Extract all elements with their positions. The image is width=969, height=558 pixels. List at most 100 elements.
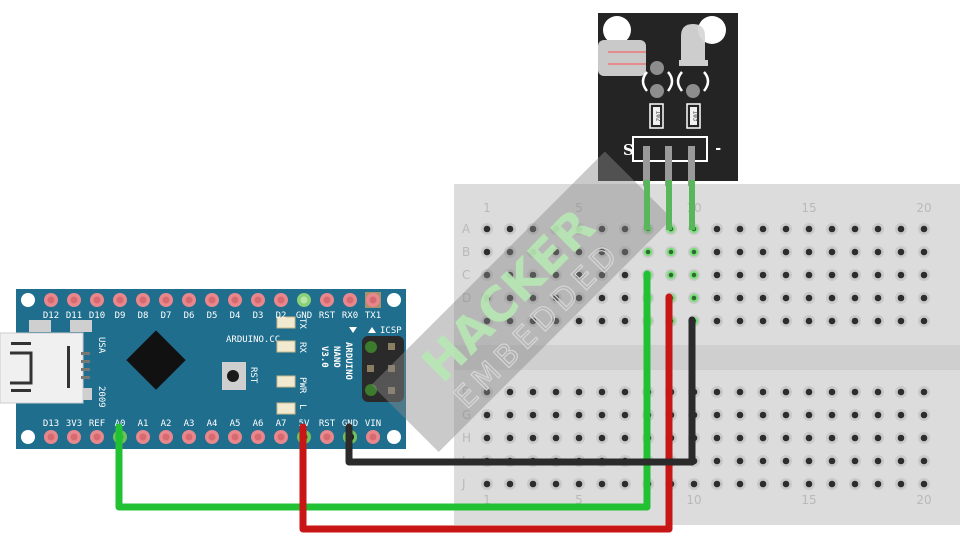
breadboard-hole[interactable] (506, 411, 514, 419)
signal-wire[interactable] (115, 270, 651, 511)
breadboard-hole[interactable] (874, 411, 882, 419)
breadboard-hole[interactable] (575, 317, 583, 325)
breadboard-hole[interactable] (575, 388, 583, 396)
breadboard-hole[interactable] (529, 294, 537, 302)
breadboard-hole[interactable] (897, 248, 905, 256)
breadboard-hole[interactable] (759, 388, 767, 396)
breadboard-hole[interactable] (575, 294, 583, 302)
breadboard-hole[interactable] (828, 457, 836, 465)
breadboard-hole[interactable] (483, 294, 491, 302)
breadboard-hole[interactable] (483, 248, 491, 256)
breadboard-hole[interactable] (805, 434, 813, 442)
breadboard-hole[interactable] (575, 434, 583, 442)
breadboard-hole[interactable] (621, 294, 629, 302)
breadboard-hole[interactable] (552, 388, 560, 396)
breadboard-hole[interactable] (552, 480, 560, 488)
breadboard-hole[interactable] (782, 248, 790, 256)
breadboard-hole[interactable] (805, 388, 813, 396)
breadboard-hole[interactable] (598, 388, 606, 396)
breadboard-hole[interactable] (828, 225, 836, 233)
breadboard-hole[interactable] (897, 271, 905, 279)
breadboard-hole[interactable] (874, 457, 882, 465)
breadboard-hole[interactable] (575, 411, 583, 419)
breadboard-hole[interactable] (483, 271, 491, 279)
breadboard-hole[interactable] (736, 434, 744, 442)
breadboard-hole[interactable] (759, 411, 767, 419)
breadboard-hole[interactable] (552, 294, 560, 302)
breadboard-hole[interactable] (828, 434, 836, 442)
breadboard-hole[interactable] (621, 388, 629, 396)
breadboard-hole[interactable] (851, 317, 859, 325)
breadboard-hole[interactable] (897, 388, 905, 396)
breadboard-hole[interactable] (529, 225, 537, 233)
breadboard-hole[interactable] (736, 271, 744, 279)
breadboard-hole[interactable] (920, 388, 928, 396)
breadboard-hole[interactable] (874, 271, 882, 279)
breadboard-hole[interactable] (736, 225, 744, 233)
breadboard-hole[interactable] (529, 480, 537, 488)
breadboard-hole[interactable] (736, 457, 744, 465)
breadboard-hole[interactable] (736, 480, 744, 488)
breadboard-hole[interactable] (759, 480, 767, 488)
breadboard-hole[interactable] (851, 434, 859, 442)
breadboard-hole[interactable] (506, 294, 514, 302)
breadboard-hole[interactable] (759, 225, 767, 233)
breadboard-hole[interactable] (828, 388, 836, 396)
breadboard-hole[interactable] (851, 271, 859, 279)
ground-wire[interactable] (345, 316, 696, 466)
breadboard-hole[interactable] (552, 411, 560, 419)
breadboard-hole[interactable] (782, 388, 790, 396)
breadboard-hole[interactable] (552, 271, 560, 279)
breadboard-hole[interactable] (483, 317, 491, 325)
breadboard-hole[interactable] (575, 248, 583, 256)
breadboard-hole[interactable] (598, 480, 606, 488)
breadboard-hole[interactable] (666, 247, 676, 257)
breadboard-hole[interactable] (690, 480, 698, 488)
breadboard-hole[interactable] (713, 411, 721, 419)
breadboard-hole[interactable] (897, 457, 905, 465)
breadboard-hole[interactable] (805, 271, 813, 279)
breadboard-hole[interactable] (897, 411, 905, 419)
breadboard-hole[interactable] (759, 317, 767, 325)
breadboard-hole[interactable] (851, 248, 859, 256)
breadboard-hole[interactable] (713, 248, 721, 256)
breadboard-hole[interactable] (851, 411, 859, 419)
breadboard-hole[interactable] (759, 457, 767, 465)
breadboard-hole[interactable] (506, 248, 514, 256)
breadboard-hole[interactable] (897, 434, 905, 442)
breadboard-hole[interactable] (506, 388, 514, 396)
breadboard-hole[interactable] (920, 480, 928, 488)
breadboard-hole[interactable] (805, 317, 813, 325)
breadboard-hole[interactable] (782, 294, 790, 302)
breadboard-hole[interactable] (828, 271, 836, 279)
breadboard-hole[interactable] (713, 225, 721, 233)
breadboard-hole[interactable] (575, 225, 583, 233)
breadboard-hole[interactable] (736, 248, 744, 256)
breadboard-hole[interactable] (874, 248, 882, 256)
breadboard-hole[interactable] (621, 248, 629, 256)
breadboard-hole[interactable] (598, 248, 606, 256)
breadboard-hole[interactable] (483, 388, 491, 396)
breadboard-hole[interactable] (920, 294, 928, 302)
breadboard-hole[interactable] (483, 411, 491, 419)
breadboard-hole[interactable] (851, 225, 859, 233)
breadboard-hole[interactable] (920, 225, 928, 233)
breadboard-hole[interactable] (621, 434, 629, 442)
breadboard-hole[interactable] (598, 434, 606, 442)
breadboard-hole[interactable] (897, 480, 905, 488)
breadboard-hole[interactable] (874, 317, 882, 325)
breadboard-hole[interactable] (805, 457, 813, 465)
breadboard-hole[interactable] (713, 457, 721, 465)
breadboard-hole[interactable] (874, 225, 882, 233)
breadboard-hole[interactable] (782, 317, 790, 325)
breadboard-hole[interactable] (552, 434, 560, 442)
breadboard-hole[interactable] (598, 411, 606, 419)
breadboard-hole[interactable] (920, 457, 928, 465)
breadboard-hole[interactable] (483, 480, 491, 488)
breadboard-hole[interactable] (483, 225, 491, 233)
breadboard-hole[interactable] (713, 294, 721, 302)
breadboard-hole[interactable] (621, 317, 629, 325)
breadboard-hole[interactable] (506, 434, 514, 442)
breadboard-hole[interactable] (782, 271, 790, 279)
breadboard-hole[interactable] (782, 225, 790, 233)
